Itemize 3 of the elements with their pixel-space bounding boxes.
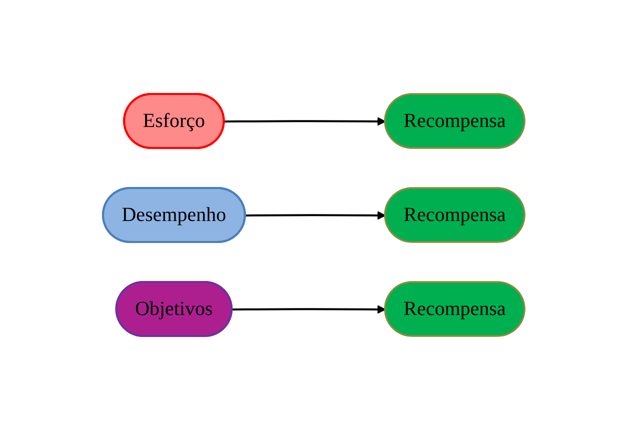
arrow xyxy=(246,211,386,220)
arrow xyxy=(232,305,386,314)
arrow xyxy=(224,117,386,126)
